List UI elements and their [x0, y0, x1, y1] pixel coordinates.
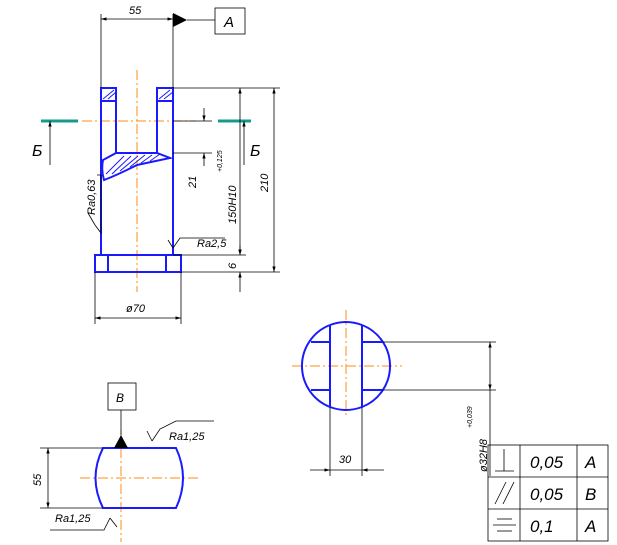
dim-circle-tol: +0,039 [467, 406, 474, 428]
tolerance-table: 0,05 А 0,05 В 0,1 А [487, 444, 609, 542]
dim-flat-width: 30 [339, 454, 352, 466]
tolerance-datum: А [584, 453, 596, 472]
section-label-right: Б [250, 143, 260, 160]
roughness-side-bottom: Ra1,25 [55, 513, 91, 525]
dim-inner-depth: 21 [187, 176, 199, 189]
symmetry-icon [493, 518, 516, 532]
tolerance-value: 0,05 [530, 485, 564, 504]
parallelism-icon [494, 481, 515, 505]
section-label-left: Б [32, 143, 42, 160]
roughness-flange: Ra2,5 [197, 238, 227, 250]
datum-a-label: A [223, 14, 234, 31]
dim-total-height: 210 [259, 173, 271, 193]
roughness-side-top: Ra1,25 [169, 431, 205, 443]
perpendicularity-icon [495, 449, 514, 472]
dim-slot-height: 150H10 [227, 185, 239, 224]
dim-inner-tol: +0,125 [217, 150, 224, 172]
tolerance-value: 0,05 [530, 453, 564, 472]
tolerance-datum: А [584, 517, 596, 536]
table-row: 0,1 А [493, 517, 596, 536]
dim-top-width: 55 [129, 5, 142, 17]
section-view: 30 ø32H8 +0,039 [292, 310, 496, 476]
dim-flange-thk: 6 [227, 262, 239, 269]
front-view: Б Б 55 A 21 +0,125 150H10 210 6 [32, 5, 280, 324]
datum-v-label: В [116, 391, 124, 405]
table-row: 0,05 А [495, 449, 596, 472]
tolerance-datum: В [585, 485, 596, 504]
dim-side-height: 55 [32, 473, 44, 486]
roughness-inner: Ra0,63 [86, 179, 98, 215]
table-row: 0,05 В [494, 481, 596, 505]
dim-base-dia: ø70 [126, 303, 146, 315]
tolerance-value: 0,1 [530, 517, 554, 536]
dim-circle-dia: ø32H8 [478, 438, 490, 472]
side-view: В 55 Ra1,25 Ra1,25 [32, 382, 214, 542]
